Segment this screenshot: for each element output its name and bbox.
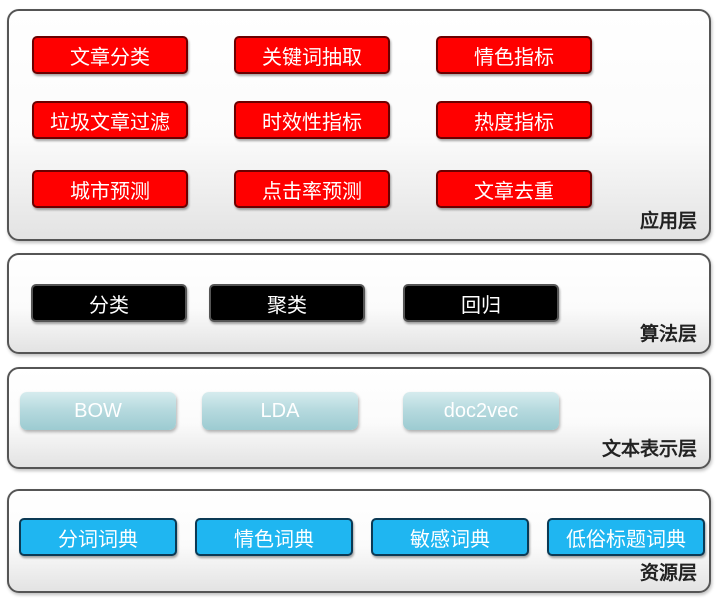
text-representation-layer-label: 文本表示层 <box>601 438 697 460</box>
app-item-popularity-index: 热度指标 <box>436 101 592 139</box>
algo-item-regression: 回归 <box>403 284 559 322</box>
app-item-deduplication: 文章去重 <box>436 170 592 208</box>
application-layer-label: 应用层 <box>639 210 697 232</box>
repr-item-bow: BOW <box>20 392 176 430</box>
repr-item-lda: LDA <box>202 392 358 430</box>
resource-item-erotic-dict: 情色词典 <box>195 518 353 556</box>
app-item-ctr-prediction: 点击率预测 <box>234 170 390 208</box>
algo-item-clustering: 聚类 <box>209 284 365 322</box>
app-item-spam-filter: 垃圾文章过滤 <box>32 101 188 139</box>
app-item-article-classification: 文章分类 <box>32 36 188 74</box>
resource-item-sensitive-dict: 敏感词典 <box>371 518 529 556</box>
algo-item-classification: 分类 <box>31 284 187 322</box>
resource-layer-label: 资源层 <box>639 562 697 584</box>
app-item-timeliness-index: 时效性指标 <box>234 101 390 139</box>
app-item-erotic-index: 情色指标 <box>436 36 592 74</box>
repr-item-doc2vec: doc2vec <box>403 392 559 430</box>
resource-item-vulgar-title-dict: 低俗标题词典 <box>547 518 705 556</box>
algorithm-layer-label: 算法层 <box>639 323 697 345</box>
app-item-city-prediction: 城市预测 <box>32 170 188 208</box>
app-item-keyword-extraction: 关键词抽取 <box>234 36 390 74</box>
resource-item-segmentation-dict: 分词词典 <box>19 518 177 556</box>
